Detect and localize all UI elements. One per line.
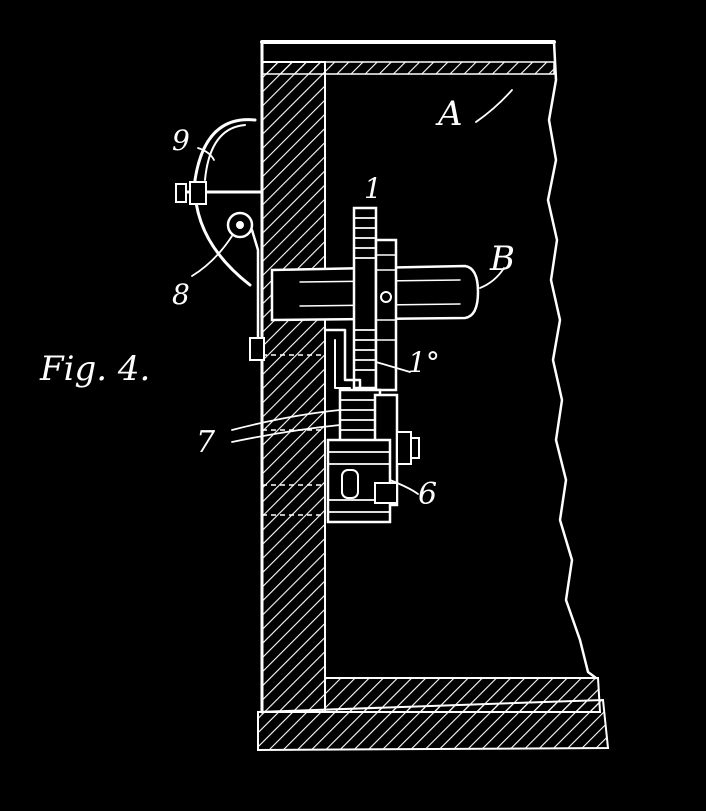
label-gear-7: 7 [196,425,216,460]
label-housing-a: A [435,94,463,134]
label-pinion-6: 6 [418,477,437,512]
leader-lines [191,89,513,495]
label-gear-1: 1 [364,172,382,205]
housing-base-section [257,677,610,752]
pivot-8 [226,211,265,361]
figure-caption: Fig. 4. [39,349,150,389]
gear-1 [352,206,398,392]
label-pivot-8: 8 [172,278,190,311]
label-shaft-b: B [489,239,515,279]
gear-train-6-7 [326,388,420,524]
label-cover-9: 9 [172,124,190,157]
cover-9 [175,118,264,287]
label-gear-1a: 1° [408,346,440,379]
bracket-arm [323,328,362,402]
